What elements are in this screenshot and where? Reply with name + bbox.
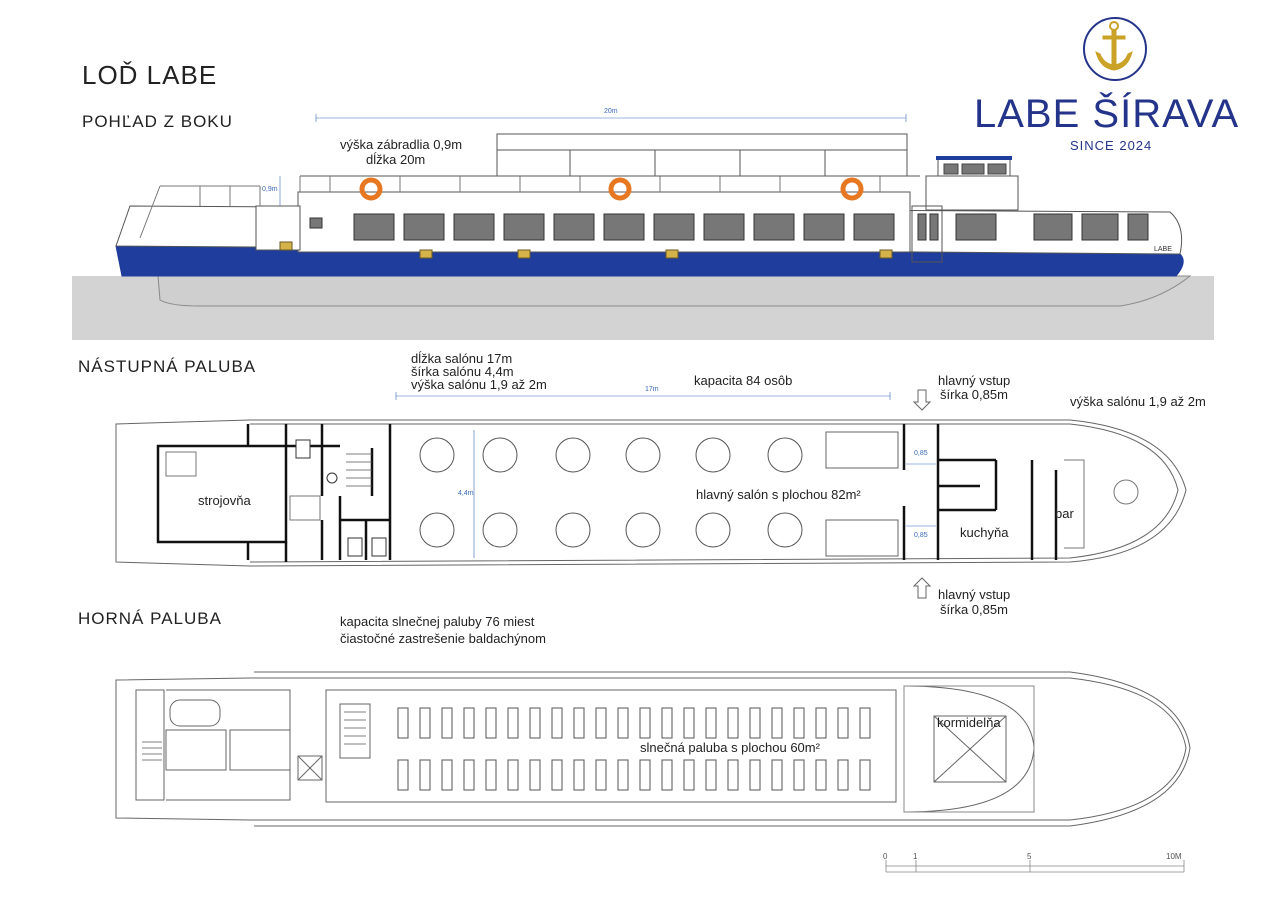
entry-bottom-width: šírka 0,85m (940, 602, 1008, 617)
section-boarding-deck: NÁSTUPNÁ PALUBA (78, 357, 257, 376)
scale-tick-10: 10M (1166, 852, 1182, 861)
entry-bottom-label: hlavný vstup (938, 587, 1011, 602)
lifebuoy-icon (359, 177, 864, 201)
salon-height-right-label: výška salónu 1,9 až 2m (1070, 394, 1206, 409)
side-windows (309, 213, 1149, 241)
entry-top-width: šírka 0,85m (940, 387, 1008, 402)
dim-085-bottom: 0,85 (914, 532, 928, 539)
length-label: dĺžka 20m (366, 152, 426, 167)
brand-name: LABE ŠÍRAVA (974, 92, 1240, 136)
capacity-label: kapacita 84 osôb (694, 373, 793, 388)
section-upper-deck: HORNÁ PALUBA (78, 609, 222, 628)
dim-17m: 17m (645, 386, 659, 393)
salon-tables (419, 437, 803, 548)
kitchen-label: kuchyňa (960, 525, 1009, 540)
entry-arrow-up-icon (912, 577, 932, 599)
brand-since: SINCE 2024 (1070, 138, 1153, 153)
dim-railing: 0,9m (262, 186, 278, 193)
scale-bar (885, 860, 1185, 873)
side-view (72, 114, 1214, 340)
dim-20m: 20m (604, 108, 618, 115)
hull-name: LABE (1154, 246, 1172, 253)
engine-room-label: strojovňa (198, 493, 251, 508)
canopy-label: čiastočné zastrešenie baldachýnom (340, 631, 546, 646)
section-side-view: POHĽAD Z BOKU (82, 112, 233, 131)
bar-label: bar (1055, 506, 1074, 521)
anchor-logo-icon (1083, 17, 1147, 81)
sundeck-capacity-label: kapacita slnečnej paluby 76 miest (340, 614, 535, 629)
dim-085-top: 0,85 (914, 450, 928, 457)
entry-top-label: hlavný vstup (938, 373, 1011, 388)
scale-tick-0: 0 (883, 852, 888, 861)
boarding-deck-plan (115, 389, 1187, 599)
dim-44m: 4,4m (458, 490, 474, 497)
salon-length-label: dĺžka salónu 17m (411, 351, 513, 366)
railing-height-label: výška zábradlia 0,9m (340, 137, 463, 152)
scale-tick-5: 5 (1027, 852, 1032, 861)
sun-loungers (397, 707, 871, 791)
upper-deck-plan (115, 671, 1191, 827)
page-title: LOĎ LABE (82, 60, 218, 90)
scale-tick-1: 1 (913, 852, 918, 861)
salon-width-label: šírka salónu 4,4m (411, 364, 514, 379)
salon-height-label: výška salónu 1,9 až 2m (411, 377, 547, 392)
wheelhouse-label: kormidelňa (937, 715, 1001, 730)
entry-arrow-down-icon (912, 389, 932, 411)
sun-deck-label: slnečná paluba s plochou 60m² (640, 740, 820, 755)
hull-underwater (157, 275, 1192, 307)
main-salon-label: hlavný salón s plochou 82m² (696, 487, 861, 502)
